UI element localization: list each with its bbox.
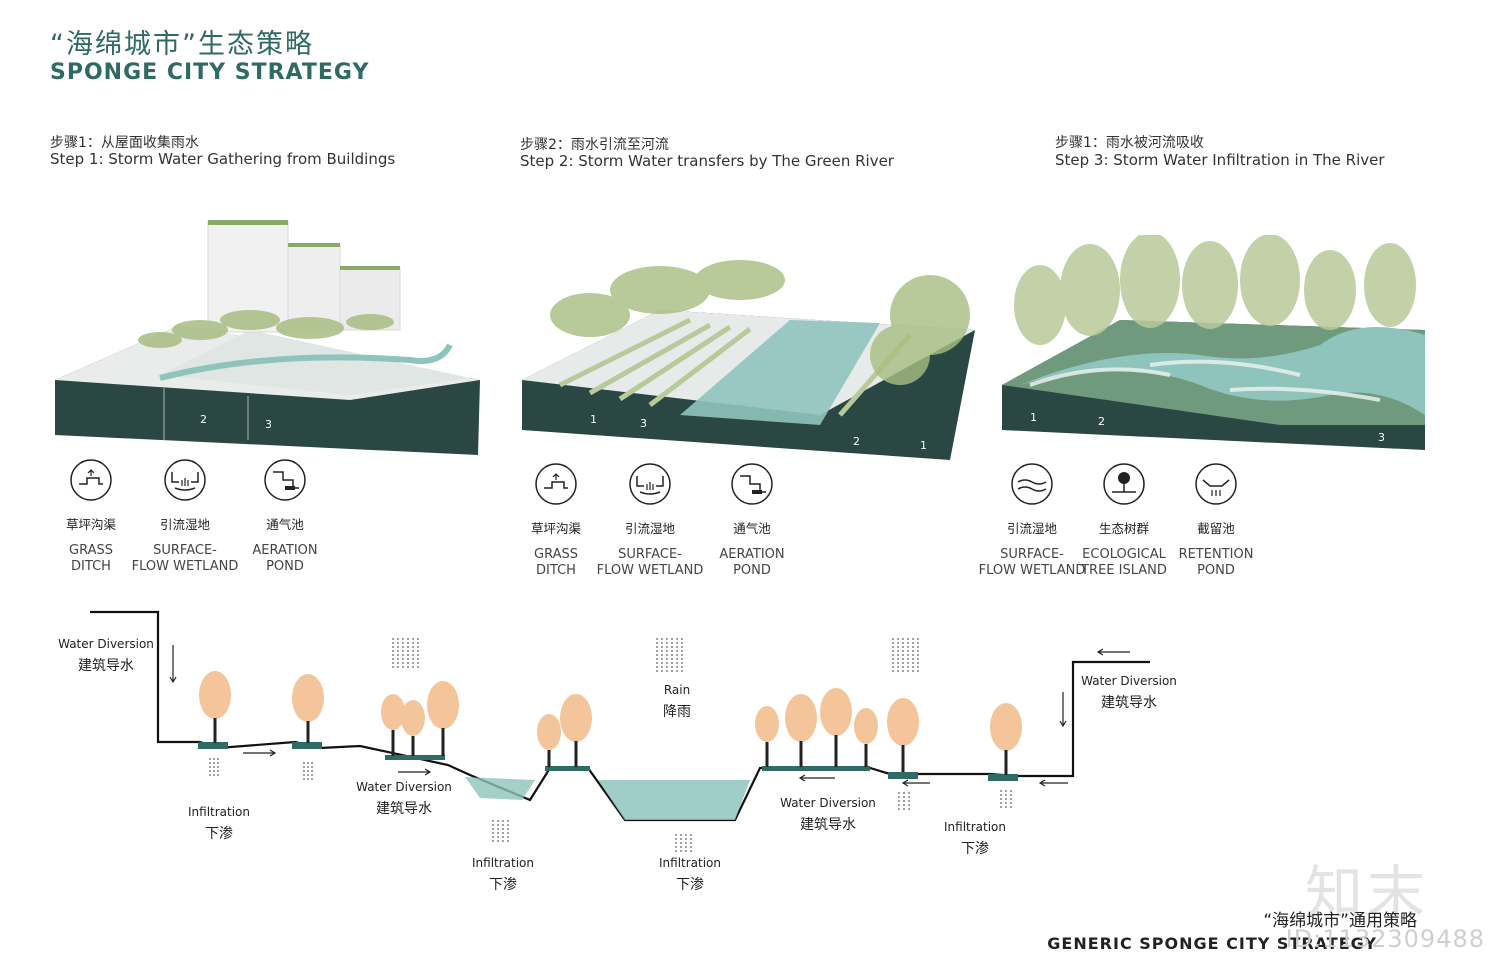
legend-surface-flow-wetland: 引流湿地 SURFACE- FLOW WETLAND [972, 462, 1092, 579]
wetland-icon [1011, 463, 1053, 505]
step1-section-number: 2 [200, 413, 207, 426]
legend-label-en: GRASS DITCH [69, 543, 113, 574]
page-title-cn: “海绵城市”生态策略 [50, 29, 314, 60]
wetland-icon [629, 463, 671, 505]
label-infiltration: Infiltration 下渗 [458, 856, 548, 894]
legend-ecological-tree-island: 生态树群 ECOLOGICAL TREE ISLAND [1064, 462, 1184, 579]
legend-label-cn: 截留池 [1197, 521, 1235, 536]
step2-title-en: Step 2: Storm Water transfers by The Gre… [520, 152, 894, 170]
legend-label-cn: 草坪沟渠 [65, 517, 116, 532]
tree-island-icon [1103, 463, 1145, 505]
aeration-pond-icon [264, 459, 306, 501]
water-diversion-cn: 建筑导水 [78, 658, 134, 674]
legend-label-en: GRASS DITCH [534, 547, 578, 578]
step3-section-number: 1 [1030, 411, 1037, 424]
step2-title-cn: 步骤2：雨水引流至河流 [520, 137, 669, 153]
step1-title-en: Step 1: Storm Water Gathering from Build… [50, 150, 396, 168]
legend-label-en: AERATION POND [719, 547, 785, 578]
step3-title-en: Step 3: Storm Water Infiltration in The … [1055, 151, 1385, 169]
legend-grass-ditch: 草坪沟渠 GRASS DITCH [496, 462, 616, 579]
legend-surface-flow-wetland: 引流湿地 SURFACE- FLOW WETLAND [590, 462, 710, 579]
legend-aeration-pond: 通气池 AERATION POND [225, 458, 345, 575]
infiltration-en: Infiltration [187, 805, 250, 819]
infiltration-cn: 下渗 [676, 877, 704, 893]
infiltration-en: Infiltration [658, 856, 721, 870]
cross-section-diagram [90, 610, 1150, 854]
infiltration-cn: 下渗 [961, 841, 989, 857]
step3-illustration: 1 2 3 [1002, 235, 1425, 450]
step2-section-number: 1 [920, 439, 927, 452]
watermark-logo: 知末 [1304, 859, 1429, 927]
legend-label-en: AERATION POND [252, 543, 318, 574]
label-infiltration: Infiltration 下渗 [930, 820, 1020, 858]
legend-label-en: RETENTION POND [1178, 547, 1254, 578]
water-diversion-en: Water Diversion [1081, 674, 1177, 688]
water-diversion-cn: 建筑导水 [376, 801, 432, 817]
label-water-diversion: Water Diversion 建筑导水 [350, 780, 458, 818]
infiltration-cn: 下渗 [205, 826, 233, 842]
watermark-id: ID:1132309488 [1285, 925, 1485, 953]
grass-ditch-icon [70, 459, 112, 501]
legend-label-cn: 引流湿地 [1006, 521, 1057, 536]
retention-pond-icon [1195, 463, 1237, 505]
legend-aeration-pond: 通气池 AERATION POND [692, 462, 812, 579]
aeration-pond-icon [731, 463, 773, 505]
legend-grass-ditch: 草坪沟渠 GRASS DITCH [31, 458, 151, 575]
legend-label-cn: 通气池 [266, 517, 304, 532]
label-water-diversion: Water Diversion 建筑导水 [52, 637, 160, 675]
water-diversion-cn: 建筑导水 [1101, 695, 1157, 711]
legend-retention-pond: 截留池 RETENTION POND [1156, 462, 1276, 579]
step1-section-number: 3 [265, 418, 272, 431]
label-water-diversion: Water Diversion 建筑导水 [774, 796, 882, 834]
page-title-en: SPONGE CITY STRATEGY [50, 60, 370, 85]
step3-section-number: 2 [1098, 415, 1105, 428]
step2-section-number: 1 [590, 413, 597, 426]
water-diversion-en: Water Diversion [780, 796, 876, 810]
step3-title-cn: 步骤1：雨水被河流吸收 [1055, 135, 1204, 151]
infiltration-cn: 下渗 [489, 877, 517, 893]
legend-label-cn: 草坪沟渠 [530, 521, 581, 536]
label-rain: Rain 降雨 [642, 683, 712, 721]
label-water-diversion: Water Diversion 建筑导水 [1075, 674, 1183, 712]
wetland-icon [164, 459, 206, 501]
infiltration-en: Infiltration [943, 820, 1006, 834]
rain-en: Rain [663, 683, 691, 697]
step2-section-number: 2 [853, 435, 860, 448]
footer-title-cn: “海绵城市”通用策略 [1263, 911, 1417, 931]
step2-illustration: 1 3 2 1 [522, 260, 975, 460]
water-diversion-en: Water Diversion [356, 780, 452, 794]
step1-title-cn: 步骤1：从屋面收集雨水 [50, 135, 199, 151]
legend-label-en: SURFACE- FLOW WETLAND [596, 547, 704, 578]
legend-label-cn: 引流湿地 [624, 521, 675, 536]
step1-illustration: 2 3 [55, 220, 480, 455]
legend-surface-flow-wetland: 引流湿地 SURFACE- FLOW WETLAND [125, 458, 245, 575]
legend-label-en: ECOLOGICAL TREE ISLAND [1081, 547, 1167, 578]
footer-title-en: GENERIC SPONGE CITY STRATEGY [1047, 934, 1377, 953]
step2-section-number: 3 [640, 417, 647, 430]
label-infiltration: Infiltration 下渗 [645, 856, 735, 894]
label-infiltration: Infiltration 下渗 [174, 805, 264, 843]
legend-label-cn: 生态树群 [1098, 521, 1149, 536]
rain-cn: 降雨 [663, 704, 691, 720]
legend-label-en: SURFACE- FLOW WETLAND [978, 547, 1086, 578]
legend-label-en: SURFACE- FLOW WETLAND [131, 543, 239, 574]
water-diversion-cn: 建筑导水 [800, 817, 856, 833]
infiltration-en: Infiltration [471, 856, 534, 870]
grass-ditch-icon [535, 463, 577, 505]
legend-label-cn: 引流湿地 [159, 517, 210, 532]
legend-label-cn: 通气池 [733, 521, 771, 536]
step3-section-number: 3 [1378, 431, 1385, 444]
water-diversion-en: Water Diversion [58, 637, 154, 651]
